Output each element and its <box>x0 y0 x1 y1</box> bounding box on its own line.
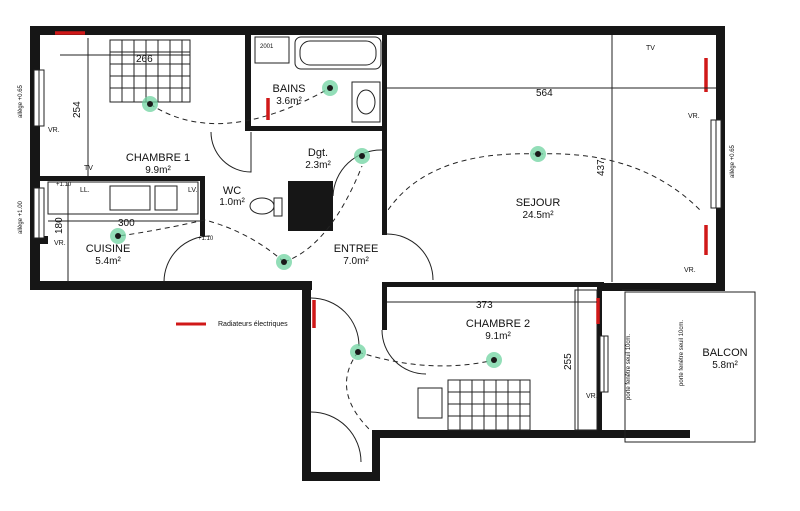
room-name-cuisine: CUISINE <box>86 243 131 255</box>
door-note-balcon: porte fenêtre seuil 10cm. <box>679 320 685 386</box>
room-name-chambre1: CHAMBRE 1 <box>126 152 190 164</box>
dim-c1-width: 266 <box>136 54 153 65</box>
dim-c2-width: 373 <box>476 300 493 311</box>
vr-label-sejour-bottom: VR. <box>684 267 696 274</box>
dim-sejour-height: 437 <box>596 159 607 176</box>
dim-c2-height: 255 <box>563 353 574 370</box>
allege-left-bottom: allège +1.00 <box>18 200 24 234</box>
height-label-kitchen: +1.10 <box>56 182 72 188</box>
allege-right: allège +0.65 <box>730 144 736 178</box>
lv-label: LV. <box>188 187 197 194</box>
vr-label-cuisine: VR. <box>54 240 66 247</box>
legend: Radiateurs électriques <box>176 321 288 328</box>
doors <box>163 131 660 463</box>
room-area-cuisine: 5.4m² <box>95 256 121 267</box>
vr-label-c1: VR. <box>48 127 60 134</box>
height-label-wc: +1.10 <box>198 236 214 242</box>
washer-label: 2001 <box>260 44 274 50</box>
ll-label: LL. <box>80 187 90 194</box>
dim-sejour-width: 564 <box>536 88 553 99</box>
dimension-lines <box>48 35 716 430</box>
room-name-dgt: Dgt. <box>308 147 328 159</box>
vr-label-c2: VR. <box>586 393 598 400</box>
room-name-sejour: SEJOUR <box>516 197 561 209</box>
tv-label-c1: TV <box>84 165 93 172</box>
tv-label-sejour: TV <box>646 45 655 52</box>
room-name-wc: WC <box>223 185 241 197</box>
dim-cuisine-height: 180 <box>54 217 65 234</box>
room-area-chambre1: 9.9m² <box>145 165 171 176</box>
room-area-entree: 7.0m² <box>343 256 369 267</box>
furniture <box>47 36 598 431</box>
room-name-chambre2: CHAMBRE 2 <box>466 318 530 330</box>
windows <box>33 69 722 393</box>
door-note-c2: porte fenêtre seuil 10cm. <box>626 334 632 400</box>
ceiling-lights <box>110 80 546 368</box>
room-area-dgt: 2.3m² <box>305 160 331 171</box>
room-name-entree: ENTREE <box>334 243 379 255</box>
room-area-wc: 1.0m² <box>219 197 245 208</box>
dim-cuisine-width: 300 <box>118 218 135 229</box>
dim-c1-height: 254 <box>72 101 83 118</box>
room-area-bains: 3.6m² <box>276 96 302 107</box>
allege-left-top: allège +0.65 <box>18 84 24 118</box>
room-area-sejour: 24.5m² <box>522 210 554 221</box>
vr-label-sejour: VR. <box>688 113 700 120</box>
radiators <box>55 31 708 328</box>
room-area-chambre2: 9.1m² <box>485 331 511 342</box>
room-area-balcon: 5.8m² <box>712 360 738 371</box>
room-name-bains: BAINS <box>272 83 305 95</box>
legend-label: Radiateurs électriques <box>218 321 288 328</box>
wiring <box>117 87 701 431</box>
balcony <box>624 291 756 443</box>
room-name-balcon: BALCON <box>702 347 747 359</box>
